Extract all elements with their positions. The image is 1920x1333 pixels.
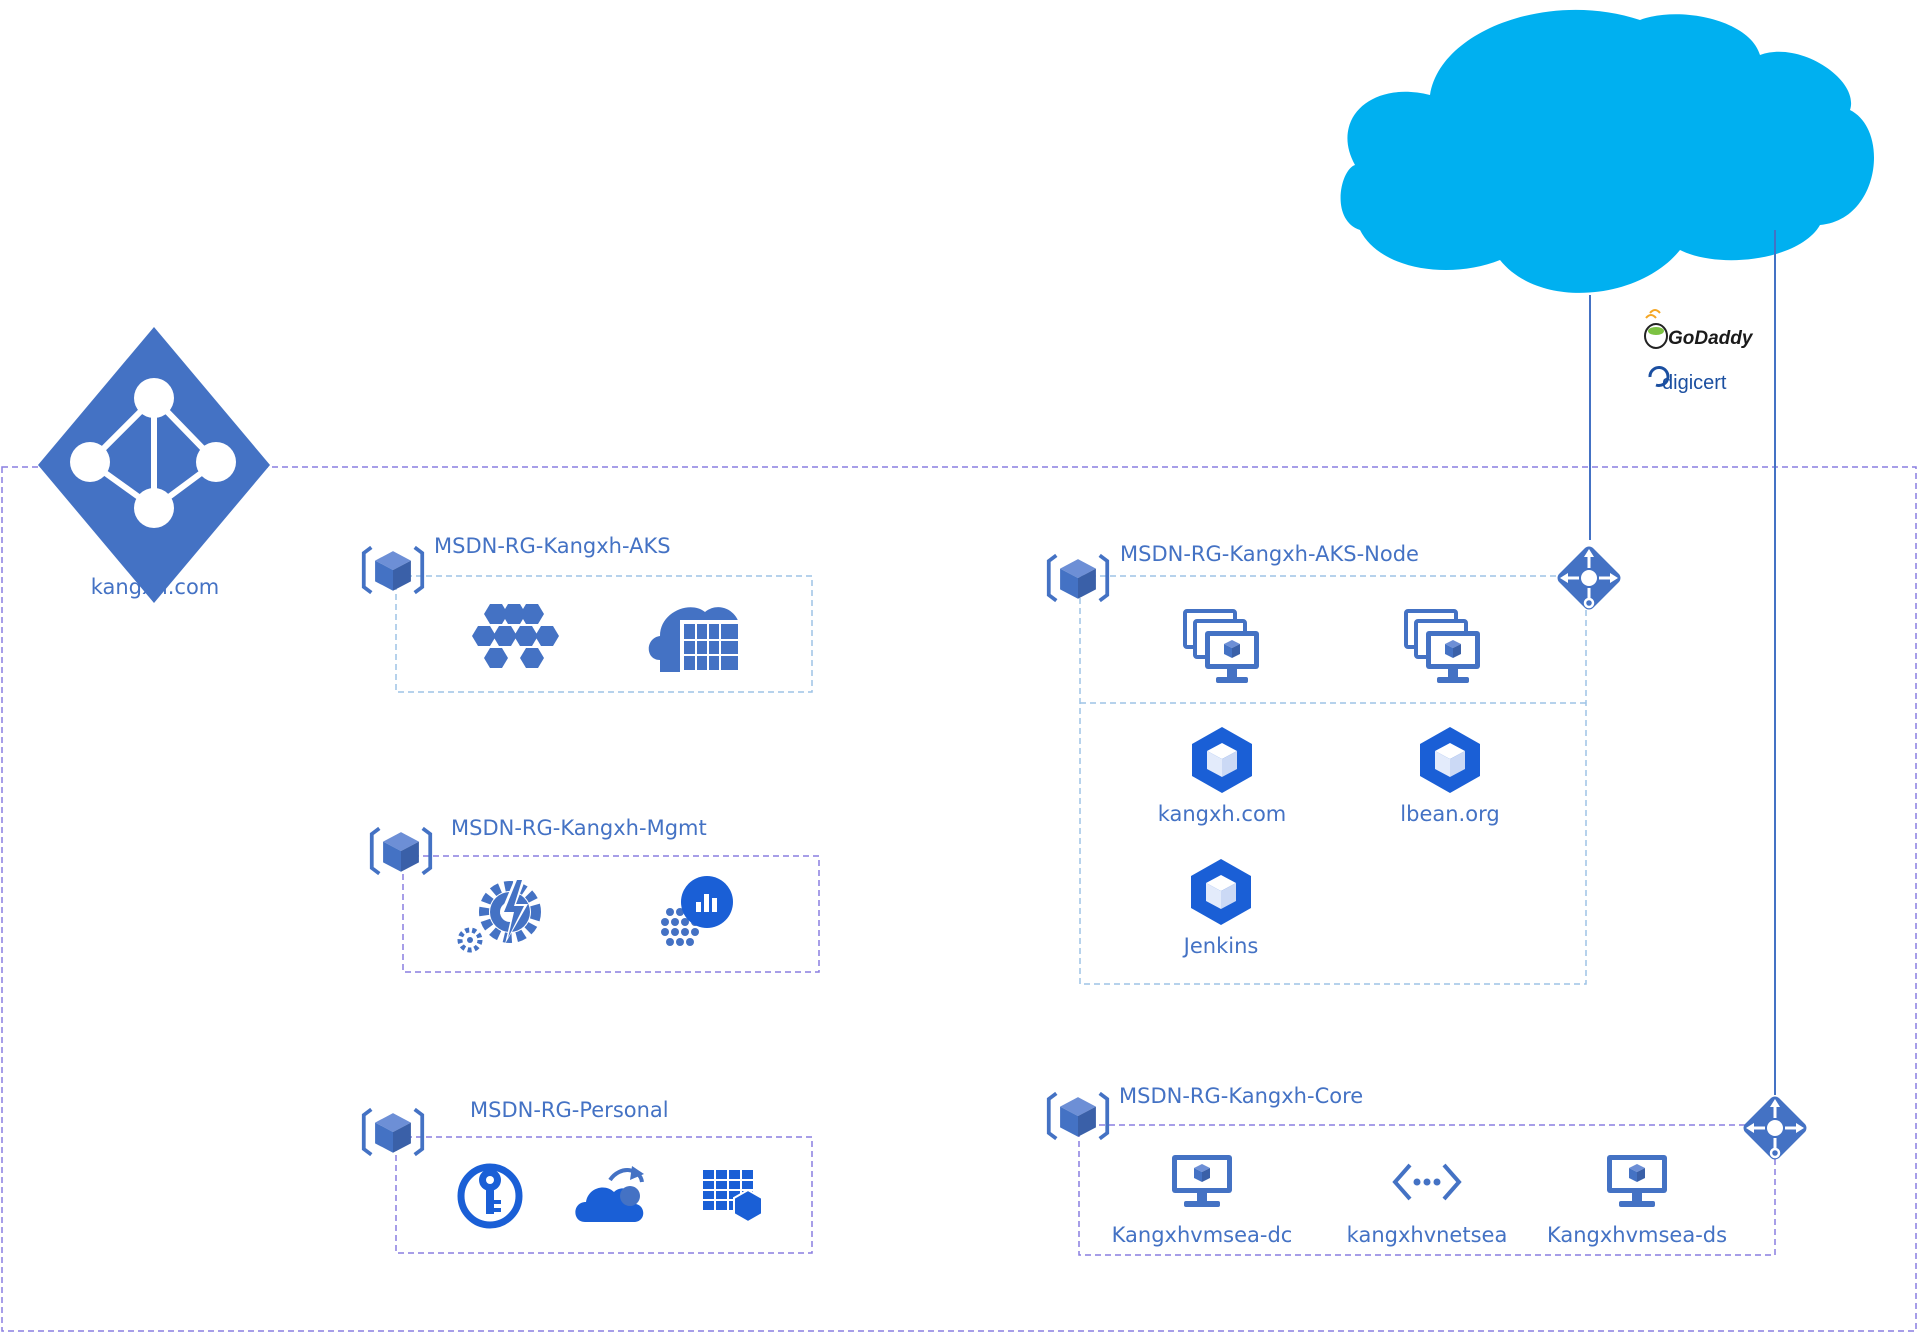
rg-aks-node-title: MSDN-RG-Kangxh-AKS-Node bbox=[1120, 542, 1419, 566]
rg-aks-node-container bbox=[1079, 575, 1587, 985]
core-item-label-vnet: kangxhvnetsea bbox=[1347, 1223, 1508, 1247]
vm-scale-set-icon bbox=[1406, 611, 1480, 683]
rg-personal-container bbox=[395, 1136, 813, 1254]
resource-group-icon bbox=[361, 545, 425, 595]
rg-aks-title: MSDN-RG-Kangxh-AKS bbox=[434, 534, 671, 558]
core-item-label-dc: Kangxhvmsea-dc bbox=[1112, 1223, 1293, 1247]
kubernetes-service-icon bbox=[472, 604, 559, 668]
service-label-lbean: lbean.org bbox=[1400, 802, 1499, 826]
storage-table-icon bbox=[703, 1170, 763, 1224]
gateway-icon bbox=[1553, 542, 1625, 614]
rg-core-container bbox=[1078, 1124, 1776, 1256]
resource-group-icon bbox=[369, 826, 433, 876]
key-vault-icon bbox=[457, 1163, 523, 1229]
rg-personal-title: MSDN-RG-Personal bbox=[470, 1098, 669, 1122]
automation-account-icon bbox=[457, 878, 541, 953]
resource-group-icon bbox=[1046, 1091, 1110, 1141]
app-service-icon bbox=[1191, 859, 1251, 925]
resource-group-icon bbox=[361, 1107, 425, 1157]
rg-mgmt-container bbox=[402, 855, 820, 973]
rg-mgmt-title: MSDN-RG-Kangxh-Mgmt bbox=[451, 816, 707, 840]
tenant-boundary bbox=[1, 466, 1917, 1332]
vm-scale-set-icon bbox=[1185, 611, 1259, 683]
service-label-kangxh: kangxh.com bbox=[1158, 802, 1287, 826]
internet-cloud-icon bbox=[1340, 9, 1874, 293]
app-service-icon bbox=[1420, 727, 1480, 793]
container-registry-icon bbox=[648, 607, 742, 672]
svg-text:digicert: digicert bbox=[1662, 372, 1727, 394]
rg-aks-container bbox=[395, 575, 813, 693]
resource-group-icon bbox=[1046, 553, 1110, 603]
tenant-domain-label: kangxh.com bbox=[91, 575, 220, 599]
svg-text:GoDaddy: GoDaddy bbox=[1668, 328, 1754, 349]
digicert-logo: digicert bbox=[1648, 366, 1727, 394]
godaddy-logo: GoDaddy bbox=[1644, 309, 1754, 349]
azure-ad-icon bbox=[38, 327, 270, 603]
virtual-machine-icon bbox=[1607, 1155, 1667, 1207]
core-item-label-ds: Kangxhvmsea-ds bbox=[1547, 1223, 1727, 1247]
log-analytics-icon bbox=[661, 876, 733, 946]
gateway-icon bbox=[1739, 1092, 1811, 1164]
cloud-backup-icon bbox=[575, 1166, 644, 1222]
virtual-machine-icon bbox=[1172, 1155, 1232, 1207]
virtual-network-icon bbox=[1392, 1163, 1462, 1201]
app-service-icon bbox=[1192, 727, 1252, 793]
rg-core-title: MSDN-RG-Kangxh-Core bbox=[1119, 1084, 1363, 1108]
service-label-jenkins: Jenkins bbox=[1182, 934, 1259, 958]
